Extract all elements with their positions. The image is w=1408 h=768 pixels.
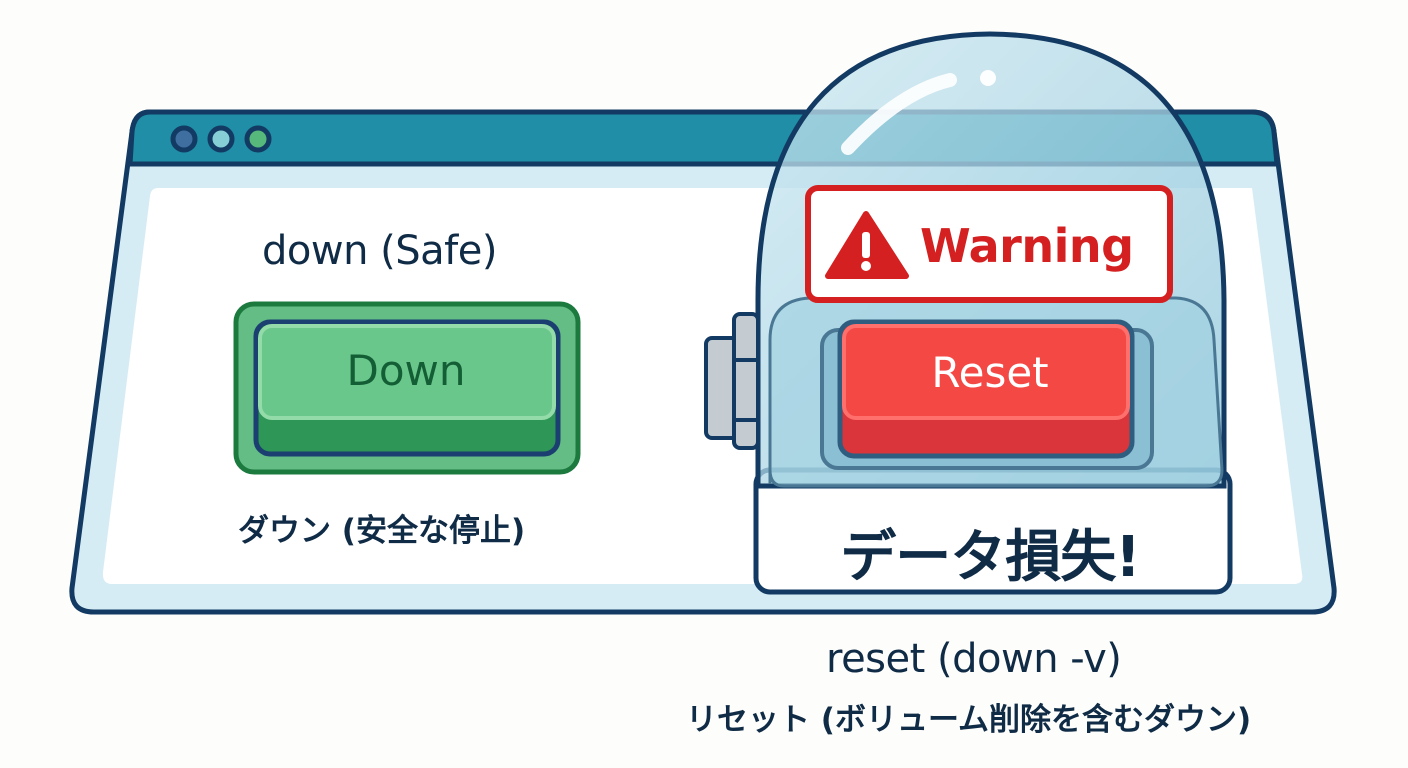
minimize-dot-icon [207,125,235,153]
safe-option-title: down (Safe) [262,228,497,274]
reset-button[interactable]: Reset [931,348,1049,397]
reset-option-title: reset (down -v) [826,636,1122,682]
down-button-graphic [233,301,581,475]
reset-option-caption: リセット (ボリューム削除を含むダウン) [686,702,1252,738]
warning-triangle-icon [825,211,909,279]
warning-box [805,185,1173,303]
window-controls [170,125,272,153]
maximize-dot-icon [244,125,272,153]
data-loss-label: データ損失! [840,525,1141,590]
down-button[interactable]: Down [346,346,466,395]
safe-option-caption: ダウン (安全な停止) [238,513,526,549]
reset-button-graphic [820,319,1154,470]
warning-label: Warning [920,219,1134,273]
close-dot-icon [170,125,198,153]
hinge-icon [704,312,760,450]
